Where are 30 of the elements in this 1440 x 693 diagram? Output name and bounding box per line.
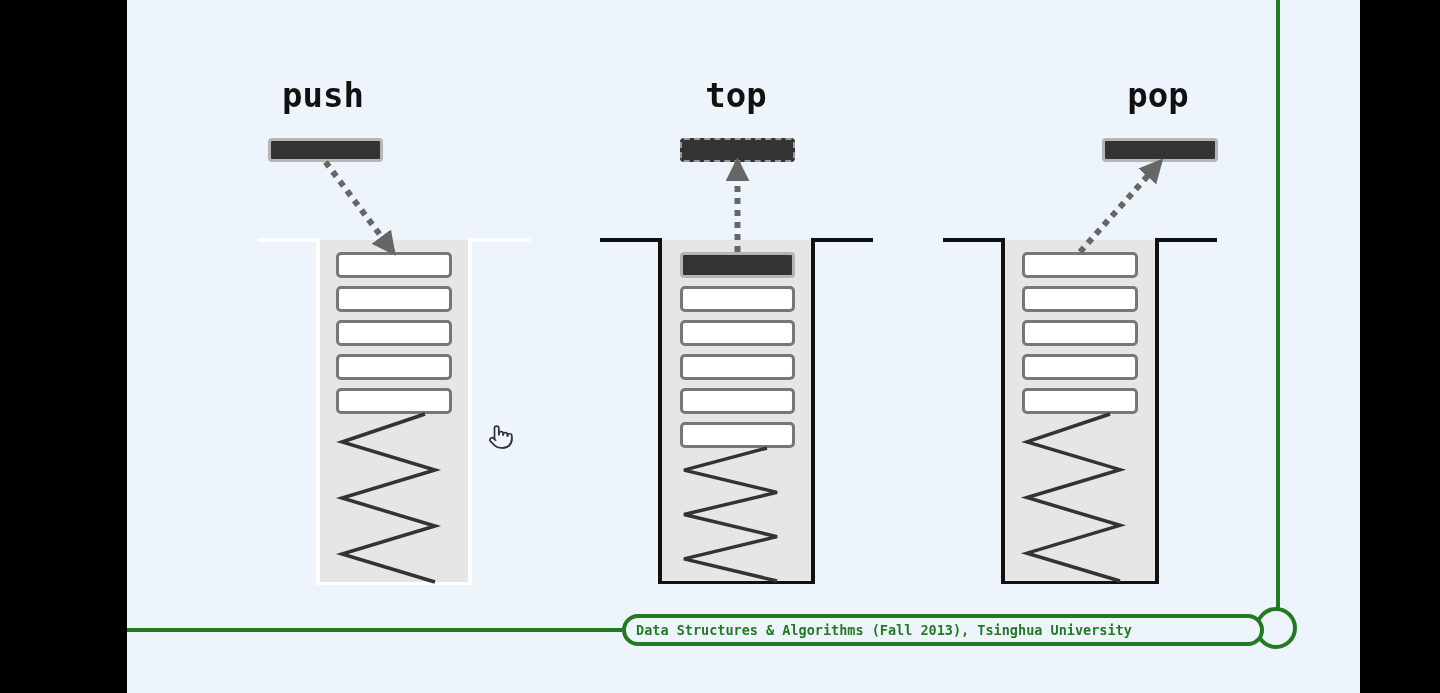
caption-pill [622,614,1264,646]
element-bar [1102,138,1218,162]
footer-text: Data Structures & Algorithms (Fall 2013), Tsinghua University [636,622,1132,638]
stack-slot [1022,252,1138,278]
operation-label: top [705,78,767,112]
stack-slot [1022,286,1138,312]
element-bar [680,252,795,278]
stack-slot [680,354,795,380]
stack-well [320,240,468,582]
stack-slot [336,354,452,380]
stack-slot [336,388,452,414]
stack-well [1005,240,1155,581]
stack-slot [680,286,795,312]
stack-slot [1022,320,1138,346]
stack-well [662,240,811,581]
dotted-arrow [1077,158,1164,254]
stack-slot [680,422,795,448]
stack-slot [680,388,795,414]
dotted-arrow [323,160,396,256]
stack-slot [336,252,452,278]
element-bar [680,138,795,162]
stack-slot [680,320,795,346]
operation-label: pop [1127,78,1189,112]
stack-slot [1022,354,1138,380]
dotted-arrow [725,157,750,252]
stack-slot [336,286,452,312]
stack-slot [336,320,452,346]
stack-slot [1022,388,1138,414]
operation-label: push [282,78,364,112]
element-bar [268,138,383,162]
